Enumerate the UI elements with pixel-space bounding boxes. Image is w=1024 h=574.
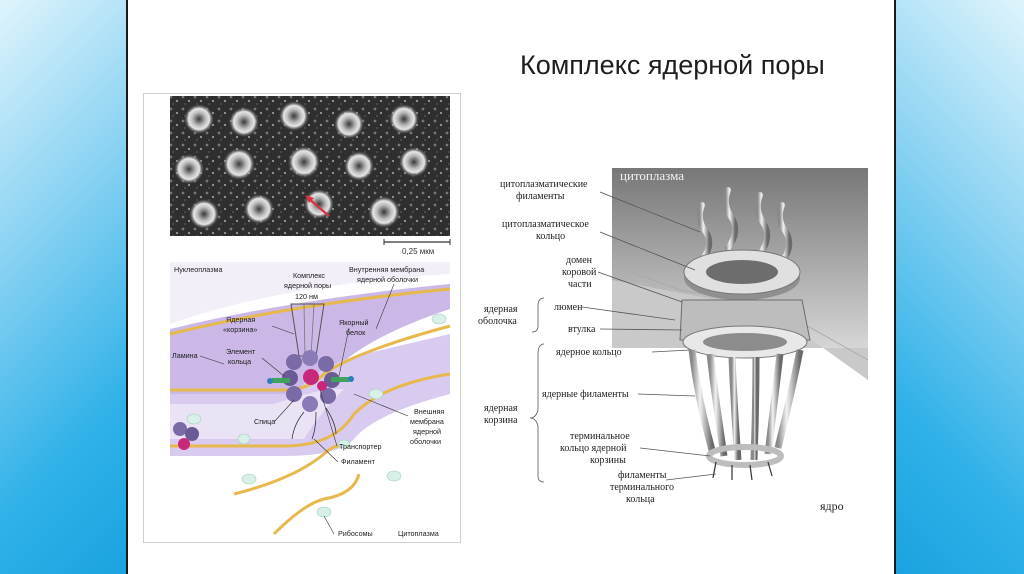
label-nuclear-ring: ядерное кольцо — [556, 347, 622, 358]
label-terminal-ring3: корзины — [590, 455, 626, 466]
label-inner-membrane2: ядерной оболочки — [357, 275, 418, 284]
outer-membrane-line — [170, 372, 451, 448]
label-cyto-ring: цитоплазматическое — [502, 219, 589, 230]
label-core-domain3: части — [568, 279, 592, 290]
label-terminal-ring: терминальное — [570, 431, 630, 442]
label-complex: Комплекс — [293, 271, 325, 280]
label-outer-membrane: Внешняя — [414, 407, 444, 416]
label-bushing: втулка — [568, 324, 596, 335]
left-decor-panel — [0, 0, 128, 574]
label-cyto-filaments: цитоплазматические — [500, 179, 588, 190]
label-ribosomes: Рибосомы — [338, 529, 373, 538]
slide-title: Комплекс ядерной поры — [520, 50, 825, 80]
label-nuclear-filaments: ядерные филаменты — [542, 389, 629, 400]
left-figure-panel: 0,25 мкм — [143, 93, 461, 543]
transporter — [303, 369, 319, 385]
label-outer-membrane4: оболочки — [410, 437, 441, 446]
micrograph: 0,25 мкм — [170, 96, 451, 256]
label-basket-3d2: корзина — [484, 415, 518, 426]
label-size: 120 нм — [295, 292, 318, 301]
label-terminal-ring2: кольцо ядерной — [560, 443, 627, 454]
label-envelope: ядерная — [484, 304, 518, 315]
label-complex2: ядерной поры — [284, 281, 331, 290]
label-cytoplasm-3d: цитоплазма — [620, 168, 684, 183]
left-figure-svg: 0,25 мкм — [169, 96, 451, 540]
inner-membrane-line — [169, 287, 451, 336]
label-core-domain: домен — [566, 255, 593, 266]
label-core-domain2: коровой — [562, 267, 597, 278]
label-lumen: люмен — [554, 302, 583, 313]
right-decor-panel — [894, 0, 1024, 574]
terminal-ring-3d — [706, 444, 784, 468]
label-outer-membrane2: мембрана — [410, 417, 444, 426]
label-cyto-filaments2: филаменты — [516, 191, 565, 202]
label-envelope2: оболочка — [478, 316, 517, 327]
label-terminal-filaments: филаменты — [618, 470, 667, 481]
label-nucleoplasm: Нуклеоплазма — [174, 265, 222, 274]
ribosomes — [186, 313, 447, 518]
label-ring-element2: кольца — [228, 357, 251, 366]
pointer-arrow — [307, 197, 330, 217]
label-transporter: Транспортер — [339, 442, 381, 451]
scale-label: 0,25 мкм — [402, 247, 434, 256]
label-cyto-ring2: кольцо — [536, 231, 565, 242]
label-filament: Филамент — [341, 457, 376, 466]
label-basket2: «корзина» — [223, 325, 257, 334]
pore-3d-render — [611, 168, 869, 481]
pore-complex — [267, 303, 354, 412]
label-anchor2: белок — [346, 328, 366, 337]
label-basket: Ядерная — [226, 315, 255, 324]
right-figure-svg: цитоплазма ядро цитоплазматические филам… — [478, 168, 869, 513]
label-inner-membrane: Внутренняя мембрана — [349, 265, 424, 274]
label-ring-element: Элемент — [226, 347, 256, 356]
label-nucleus-3d: ядро — [820, 499, 844, 513]
label-cytoplasm: Цитоплазма — [398, 529, 439, 538]
label-outer-membrane3: ядерной — [413, 427, 441, 436]
pore-schematic: Нуклеоплазма Комплекс ядерной поры 120 н… — [169, 262, 451, 540]
label-terminal-filaments3: кольца — [626, 494, 655, 505]
label-terminal-filaments2: терминального — [610, 482, 674, 493]
label-spoke: Спица — [254, 417, 275, 426]
label-lamina: Ламина — [172, 351, 198, 360]
label-basket-3d: ядерная — [484, 403, 518, 414]
label-anchor: Якорный — [339, 318, 369, 327]
anchor-protein — [272, 378, 290, 383]
